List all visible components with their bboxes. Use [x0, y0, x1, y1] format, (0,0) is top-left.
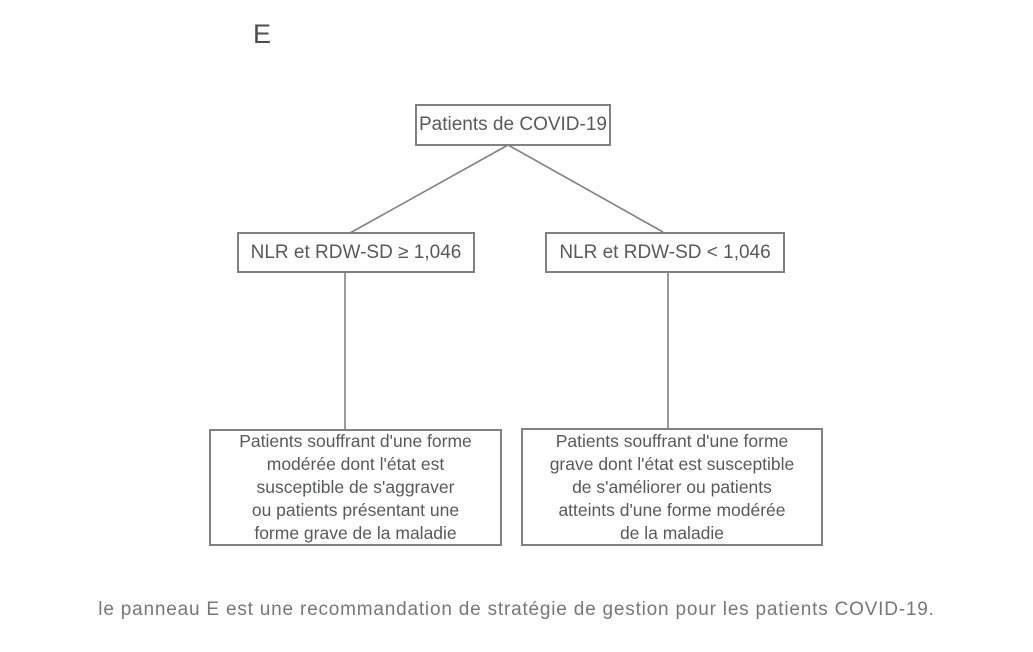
connector-root-to-left	[349, 144, 509, 234]
node-nlr-rdwsd-lt-threshold: NLR et RDW-SD < 1,046	[545, 232, 785, 273]
node-patients-covid19: Patients de COVID-19	[415, 104, 611, 146]
panel-label: E	[253, 19, 272, 49]
node-outcome-severe-improving: Patients souffrant d'une forme grave don…	[521, 428, 823, 546]
node-outcome-moderate-worsening: Patients souffrant d'une forme modérée d…	[209, 429, 502, 546]
figure-caption: le panneau E est une recommandation de s…	[98, 599, 935, 620]
connector-root-to-right	[507, 144, 664, 233]
node-nlr-rdwsd-ge-threshold: NLR et RDW-SD ≥ 1,046	[237, 232, 475, 273]
